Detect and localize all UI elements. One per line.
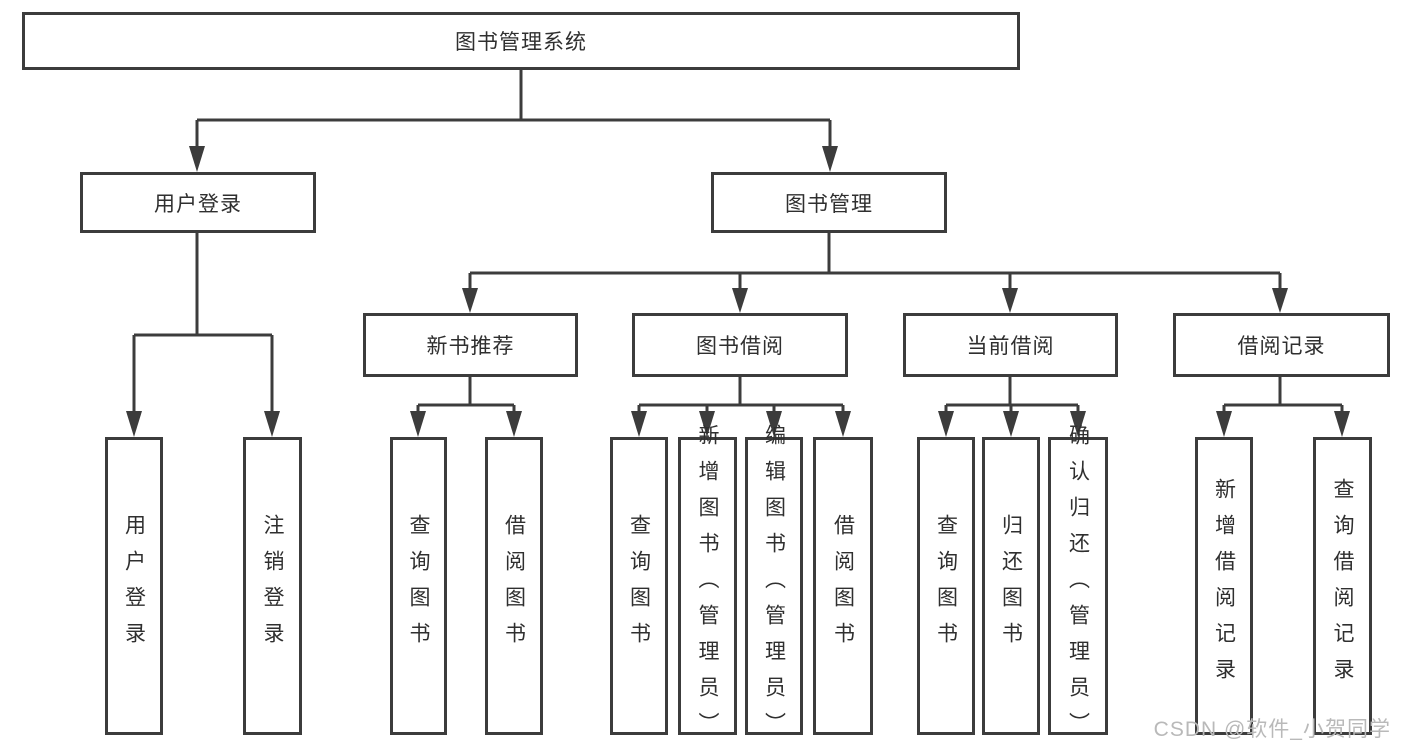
arrow-down-icon — [1216, 411, 1232, 437]
node-book-management-system: 图书管理系统 — [22, 12, 1020, 70]
leaf-add-borrow-record: 新增借阅记录 — [1195, 437, 1253, 735]
node-borrowing-records: 借阅记录 — [1173, 313, 1390, 377]
node-user-login: 用户登录 — [80, 172, 316, 233]
arrow-down-icon — [462, 288, 478, 313]
node-label: 新增借阅记录 — [1212, 478, 1236, 694]
leaf-query-books-3: 查询图书 — [917, 437, 975, 735]
node-label: 查询图书 — [407, 514, 430, 658]
node-label: 查询借阅记录 — [1331, 478, 1354, 694]
leaf-borrow-books-2: 借阅图书 — [813, 437, 873, 735]
connector-user-login-children — [132, 233, 274, 415]
arrow-down-icon — [732, 288, 748, 313]
leaf-logout: 注销登录 — [243, 437, 302, 735]
node-label: 用户登录 — [154, 192, 242, 216]
arrow-down-icon — [264, 411, 280, 437]
node-label: 图书管理 — [785, 192, 873, 216]
leaf-confirm-return-admin: 确认归还（管理员） — [1048, 424, 1108, 747]
arrow-down-icon — [410, 411, 426, 437]
node-label: 图书管理系统 — [455, 31, 587, 54]
arrow-down-icon — [1070, 411, 1086, 437]
arrow-down-icon — [506, 411, 522, 437]
connector-book-mgmt-children — [468, 233, 1282, 291]
leaf-query-borrow-record: 查询借阅记录 — [1313, 437, 1372, 735]
node-book-borrowing: 图书借阅 — [632, 313, 848, 377]
node-label: 新书推荐 — [426, 335, 515, 358]
node-book-management: 图书管理 — [711, 172, 947, 233]
node-label: 图书借阅 — [696, 335, 784, 358]
arrow-down-icon — [189, 146, 205, 172]
arrow-down-icon — [1002, 288, 1018, 313]
leaf-add-book-admin: 新增图书（管理员） — [678, 424, 737, 747]
node-label: 注销登录 — [261, 514, 284, 658]
arrow-down-icon — [126, 411, 142, 437]
arrow-down-icon — [631, 411, 647, 437]
arrow-down-icon — [1334, 411, 1350, 437]
connector-root-to-level2 — [195, 70, 832, 150]
arrow-down-icon — [1272, 288, 1288, 313]
node-label: 用户登录 — [122, 514, 146, 658]
node-label: 查询图书 — [934, 514, 958, 658]
node-current-borrowing: 当前借阅 — [903, 313, 1118, 377]
leaf-borrow-books-1: 借阅图书 — [485, 437, 543, 735]
arrow-down-icon — [822, 146, 838, 172]
node-label: 新增图书（管理员） — [696, 424, 719, 747]
node-label: 编辑图书（管理员） — [762, 424, 786, 747]
node-label: 确认归还（管理员） — [1066, 424, 1090, 747]
arrow-down-icon — [699, 411, 715, 437]
node-label: 当前借阅 — [966, 335, 1055, 358]
arrow-down-icon — [835, 411, 851, 437]
leaf-edit-book-admin: 编辑图书（管理员） — [745, 424, 803, 747]
node-new-book-recommendation: 新书推荐 — [363, 313, 578, 377]
connector-borrow-records-children — [1222, 377, 1344, 415]
connector-current-borrow-children — [944, 377, 1080, 415]
arrow-down-icon — [1003, 411, 1019, 437]
leaf-query-books-1: 查询图书 — [390, 437, 447, 735]
connector-book-borrow-children — [637, 377, 845, 415]
node-label: 归还图书 — [999, 514, 1023, 658]
arrow-down-icon — [766, 411, 782, 437]
leaf-query-books-2: 查询图书 — [610, 437, 668, 735]
node-label: 借阅图书 — [831, 514, 855, 658]
node-label: 查询图书 — [627, 514, 651, 658]
arrow-down-icon — [938, 411, 954, 437]
connector-new-book-rec-children — [416, 377, 516, 415]
node-label: 借阅记录 — [1237, 335, 1326, 358]
leaf-return-book: 归还图书 — [982, 437, 1040, 735]
node-label: 借阅图书 — [502, 514, 526, 658]
leaf-user-login: 用户登录 — [105, 437, 163, 735]
